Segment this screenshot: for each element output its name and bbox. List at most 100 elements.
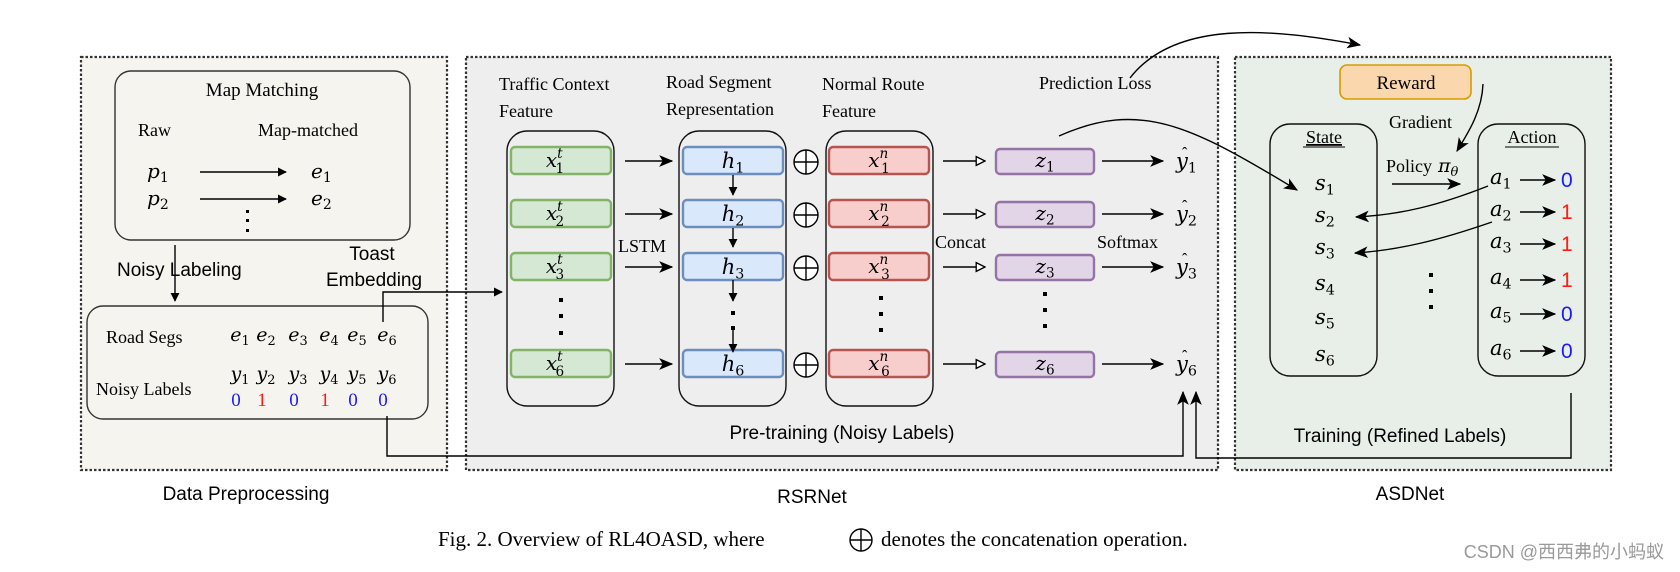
route-feature-box [827, 145, 931, 176]
action-symbol: a2 [1490, 197, 1512, 225]
road-segment-row: e1 e2 e3 e4 e5 e6 [230, 324, 396, 349]
raw-point: p [147, 186, 160, 210]
traffic-column [506, 130, 615, 407]
segment-representation-box [681, 145, 785, 176]
road-segment: e6 [377, 324, 396, 349]
state-item: s4 [1315, 271, 1335, 299]
state-item: s6 [1315, 342, 1335, 370]
svg-text:p2: p2 [147, 186, 169, 213]
action-symbol: a3 [1490, 229, 1512, 257]
map-row-2: p2 e2 [147, 186, 332, 213]
label-symbol: y5 [347, 363, 367, 388]
route-column [825, 130, 934, 407]
svg-text:e1: e1 [311, 159, 332, 186]
label-symbol: y6 [377, 363, 397, 388]
a1-to-s2-arrow [1354, 185, 1489, 223]
noisy-label-value: 1 [257, 390, 267, 411]
road-segment: e3 [288, 324, 307, 349]
lstm-label: LSTM [618, 236, 666, 256]
noisy-label-value: 0 [289, 390, 299, 411]
noisy-label-value: 0 [378, 390, 388, 411]
raw-point-sub: 2 [160, 197, 169, 213]
action-item: a3 1 [1490, 229, 1573, 257]
asdnet-section-label: ASDNet [1376, 484, 1445, 505]
segment-representation-symbol: h6 [722, 352, 745, 380]
route-header-line2: Feature [822, 101, 876, 121]
concat-operator-icon [793, 202, 819, 228]
map-matched-header: Map-matched [258, 120, 358, 140]
refined-labels-supervision-arrow [1190, 390, 1572, 459]
map-ellipsis-icon [246, 210, 249, 232]
prediction-symbol: y6 [1175, 352, 1197, 380]
refined-label-value: 1 [1561, 201, 1573, 224]
prediction-symbol: y1 [1175, 149, 1197, 177]
segment-representation-symbol: h2 [722, 202, 745, 230]
reward-label: Reward [1376, 73, 1436, 94]
gradient-arrow [1456, 83, 1484, 152]
prediction-symbol: y3 [1175, 255, 1197, 283]
label-symbol: y4 [319, 363, 339, 388]
traffic-feature-box [509, 251, 613, 282]
z-symbol: z1 [1034, 148, 1054, 175]
z-symbol: z6 [1034, 351, 1054, 378]
action-item: a2 1 [1490, 197, 1573, 225]
prediction-symbol: y2 [1175, 202, 1197, 230]
road-segment: e5 [347, 324, 366, 349]
softmax-label: Softmax [1097, 232, 1158, 252]
label-symbol: y2 [256, 363, 276, 388]
action-title: Action [1508, 127, 1557, 147]
route-feature-box [827, 348, 931, 379]
noisy-labels-supervision-arrow [386, 390, 1189, 457]
concat-operator-icon [793, 352, 819, 378]
gradient-label: Gradient [1389, 112, 1452, 132]
refined-label-value: 1 [1561, 233, 1573, 256]
training-label: Training (Refined Labels) [1294, 426, 1507, 447]
road-segment: e2 [256, 324, 275, 349]
action-symbol: a4 [1490, 265, 1512, 293]
raw-point-sub: 1 [160, 170, 169, 186]
state-box [1269, 123, 1378, 377]
z-box [994, 350, 1096, 379]
matched-segment-sub: 2 [323, 197, 332, 213]
route-header-line1: Normal Route [822, 74, 924, 94]
road-segment: e1 [230, 324, 249, 349]
preprocessing-section-label: Data Preprocessing [163, 484, 330, 505]
road-segs-label: Road Segs [106, 327, 183, 347]
asdnet-frame [1233, 55, 1613, 472]
road-segs-box [86, 305, 429, 420]
action-box [1477, 123, 1586, 377]
figure-caption-suffix: denotes the concatenation operation. [881, 527, 1188, 551]
segment-ellipsis-icon [731, 311, 735, 330]
traffic-ellipsis-icon [559, 298, 563, 335]
z-symbol: z2 [1034, 201, 1054, 228]
a2-to-s3-arrow [1353, 221, 1493, 258]
asdnet-section [1233, 55, 1613, 472]
svg-text:p1: p1 [147, 159, 169, 186]
road-segment: e4 [319, 324, 338, 349]
segment-column [678, 130, 787, 407]
raw-header: Raw [138, 120, 171, 140]
z-box [994, 147, 1096, 176]
z-symbol: z3 [1034, 254, 1054, 281]
concat-operator-icon [793, 255, 819, 281]
refined-label-value: 0 [1561, 340, 1573, 363]
asdnet-ellipsis-icon [1429, 273, 1433, 309]
noisy-labeling-label: Noisy Labeling [117, 260, 242, 281]
state-title: State [1306, 127, 1342, 147]
action-symbol: a1 [1490, 165, 1512, 193]
rsrnet-section-label: RSRNet [777, 487, 847, 508]
toast-label-line1: Toast [349, 244, 395, 265]
